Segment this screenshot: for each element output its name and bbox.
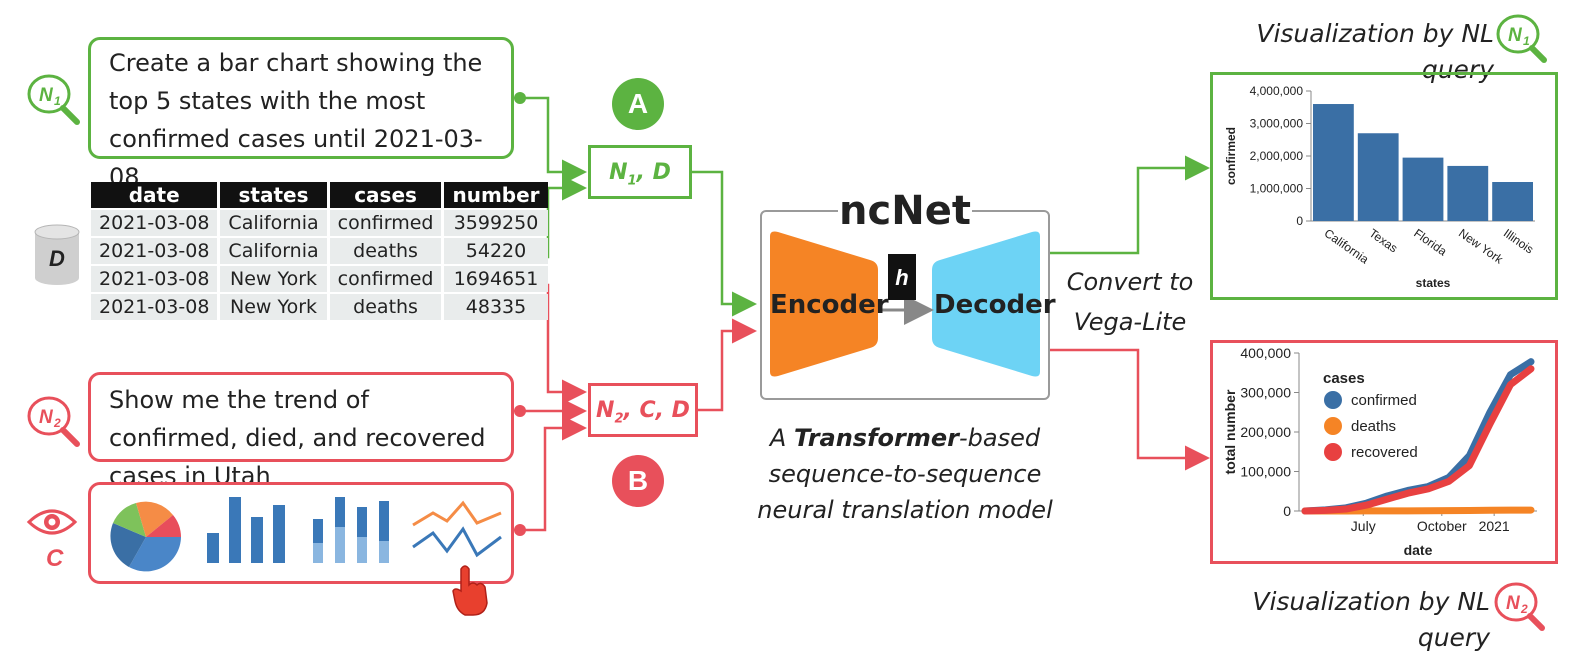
x-axis-title: date bbox=[1404, 542, 1433, 558]
legend-label: confirmed bbox=[1351, 392, 1417, 409]
x-tick-label: New York bbox=[1456, 226, 1506, 267]
x-axis-title: states bbox=[1416, 276, 1451, 290]
chart-type-selector[interactable] bbox=[88, 482, 514, 616]
table-header: date bbox=[91, 182, 218, 208]
x-tick-label: Texas bbox=[1366, 226, 1400, 255]
query2-bubble: N 2 bbox=[25, 392, 95, 452]
y-tick-label: 1,000,000 bbox=[1250, 182, 1304, 196]
model-title: ncNet bbox=[838, 186, 972, 236]
legend-marker bbox=[1324, 417, 1342, 435]
svg-text:D: D bbox=[49, 246, 65, 271]
model-caption: A Transformer-based sequence-to-sequence… bbox=[757, 424, 1053, 524]
badge-a: A bbox=[612, 78, 664, 130]
svg-text:N: N bbox=[1506, 593, 1521, 614]
x-tick-label: 2021 bbox=[1479, 518, 1510, 534]
y-tick-label: 0 bbox=[1283, 503, 1291, 519]
legend-marker bbox=[1324, 443, 1342, 461]
query1-box[interactable]: Create a bar chart showing the top 5 sta… bbox=[88, 37, 514, 191]
y-tick-label: 100,000 bbox=[1240, 464, 1291, 480]
line-chart-icon[interactable] bbox=[412, 500, 502, 558]
pie-chart-icon[interactable] bbox=[110, 501, 181, 572]
legend-title: cases bbox=[1323, 370, 1365, 387]
vis1-n1-bubble: N 1 bbox=[1494, 8, 1564, 70]
stacked-bar-chart-icon[interactable] bbox=[313, 497, 389, 563]
legend-marker bbox=[1324, 391, 1342, 409]
query2-text: Show me the trend of confirmed, died, an… bbox=[109, 386, 486, 490]
decoder-label: Decoder bbox=[934, 290, 1056, 320]
y-tick-label: 4,000,000 bbox=[1250, 84, 1304, 98]
query2-label: N bbox=[39, 407, 54, 428]
hidden-state-box bbox=[888, 254, 916, 300]
input-b-box[interactable]: N2, C, D bbox=[588, 383, 698, 437]
y-tick-label: 300,000 bbox=[1240, 385, 1291, 401]
model-internals bbox=[770, 231, 1040, 377]
x-tick-label: October bbox=[1417, 518, 1467, 534]
hand-cursor-icon bbox=[452, 565, 488, 616]
svg-text:1: 1 bbox=[1523, 34, 1530, 48]
x-tick-label: Florida bbox=[1411, 226, 1449, 259]
bar bbox=[1447, 165, 1489, 221]
y-tick-label: 400,000 bbox=[1240, 345, 1291, 361]
bar bbox=[1313, 104, 1354, 221]
vis2-n2-bubble: N 2 bbox=[1492, 576, 1562, 638]
x-tick-label: California bbox=[1322, 226, 1372, 267]
table-header: states bbox=[220, 182, 327, 208]
bar bbox=[1402, 157, 1444, 221]
convert-label: Convert to Vega-Lite bbox=[1066, 268, 1194, 336]
svg-text:N: N bbox=[1508, 25, 1523, 46]
encoder-shape bbox=[770, 231, 878, 377]
y-tick-label: 3,000,000 bbox=[1250, 117, 1304, 131]
encoder-label: Encoder bbox=[770, 290, 889, 320]
x-tick-label: Illinois bbox=[1501, 226, 1536, 257]
chart-type-label: C bbox=[46, 545, 64, 572]
y-tick-label: 2,000,000 bbox=[1250, 149, 1304, 163]
query1-bubble: N 1 bbox=[25, 70, 95, 130]
database-icon: D bbox=[32, 222, 82, 286]
table-header: cases bbox=[329, 182, 442, 208]
input-a-box[interactable]: N1, D bbox=[588, 145, 692, 199]
badge-b: B bbox=[612, 455, 664, 507]
bar bbox=[1357, 133, 1399, 221]
vis-title-2: Visualization by NL query bbox=[1252, 587, 1490, 652]
query2-box[interactable]: Show me the trend of confirmed, died, an… bbox=[88, 372, 514, 490]
svg-text:2: 2 bbox=[1520, 602, 1528, 616]
query1-text: Create a bar chart showing the top 5 sta… bbox=[109, 49, 483, 191]
vis-title-1: Visualization by NL query bbox=[1256, 19, 1494, 84]
query1-label: N bbox=[39, 85, 54, 106]
legend-label: deaths bbox=[1351, 418, 1396, 435]
table-header: number bbox=[444, 182, 548, 208]
bar-chart: 0 1,000,000 2,000,000 3,000,000 4,000,000Cal… bbox=[1224, 84, 1536, 290]
svg-text:2: 2 bbox=[53, 416, 61, 430]
bar bbox=[1492, 182, 1533, 221]
svg-text:1: 1 bbox=[54, 94, 61, 108]
y-axis-title: total number bbox=[1222, 389, 1238, 474]
bar-chart-icon[interactable] bbox=[207, 497, 285, 563]
series-line-recovered bbox=[1301, 365, 1535, 515]
legend-label: recovered bbox=[1351, 444, 1418, 461]
y-tick-label: 0 bbox=[1296, 214, 1303, 228]
x-tick-label: July bbox=[1351, 518, 1376, 534]
y-axis-title: confirmed bbox=[1224, 127, 1238, 185]
red-connectors bbox=[520, 283, 1210, 532]
decoder-shape bbox=[932, 231, 1040, 377]
y-tick-label: 200,000 bbox=[1240, 424, 1291, 440]
hidden-state-label: h bbox=[895, 265, 909, 290]
eye-icon: C bbox=[25, 500, 85, 575]
